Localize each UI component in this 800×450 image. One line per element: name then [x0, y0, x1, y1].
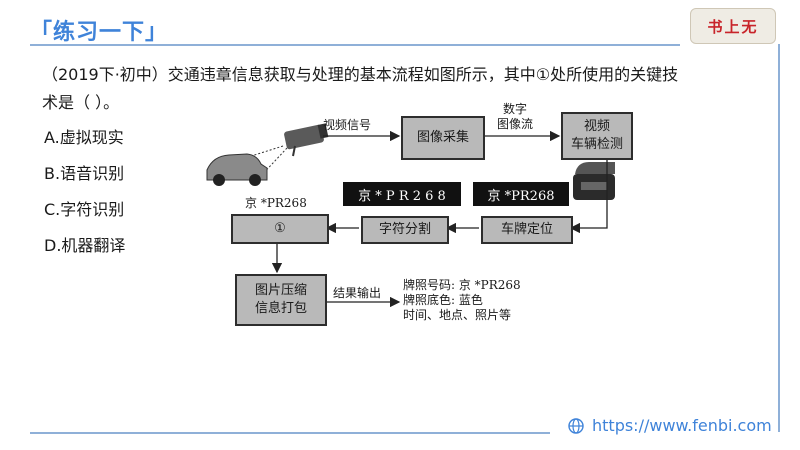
- node-step1: ①: [231, 214, 329, 244]
- footer-url-text[interactable]: https://www.fenbi.com: [592, 416, 772, 435]
- node-image-capture: 图像采集: [401, 116, 485, 160]
- frame-right-line: [778, 44, 780, 432]
- car-front-icon: [573, 162, 615, 200]
- frame-top-line: [30, 44, 680, 46]
- node-compress-line2: 信息打包: [254, 301, 307, 316]
- footer-url[interactable]: https://www.fenbi.com: [568, 416, 772, 435]
- plate-image-spaced: 京 * P R 2 6 8: [343, 182, 461, 206]
- result-line-plate: 牌照号码: 京 *PR268: [403, 278, 521, 292]
- globe-icon: [568, 417, 584, 434]
- node-vehicle-detect-line2: 车辆检测: [570, 137, 623, 152]
- section-title: 「练习一下」: [30, 20, 169, 45]
- result-line-other: 时间、地点、照片等: [403, 308, 512, 322]
- node-compress: 图片压缩 信息打包: [235, 274, 327, 326]
- edge-label-digital-line1: 数字: [503, 102, 528, 116]
- node-char-split: 字符分割: [361, 216, 449, 244]
- option-b[interactable]: B.语音识别: [44, 164, 125, 183]
- option-d[interactable]: D.机器翻译: [44, 236, 126, 255]
- edge-label-video-signal: 视频信号: [323, 118, 372, 132]
- node-vehicle-detect: 视频 车辆检测: [561, 112, 633, 160]
- node-compress-line1: 图片压缩: [254, 283, 307, 298]
- result-text: 牌照号码: 京 *PR268 牌照底色: 蓝色 时间、地点、照片等: [403, 278, 521, 323]
- status-badge: 书上无: [690, 8, 776, 44]
- node-plate-locate: 车牌定位: [481, 216, 573, 244]
- option-c[interactable]: C.字符识别: [44, 200, 125, 219]
- question-text: （2019下·初中）交通违章信息获取与处理的基本流程如图所示，其中①处所使用的关…: [42, 65, 679, 84]
- flowchart: 视频信号 图像采集 数字 图像流 视频 车辆检测 京 * P R 2 6 8 京…: [195, 98, 633, 338]
- question-text-cont: 术是（ ）。: [42, 93, 120, 112]
- edge-label-digital-stream: 数字 图像流: [497, 102, 533, 132]
- frame-bottom-line: [30, 432, 550, 434]
- option-a[interactable]: A.虚拟现实: [44, 128, 124, 147]
- node-vehicle-detect-line1: 视频: [583, 119, 610, 134]
- plate-image-compact: 京 *PR268: [473, 182, 569, 206]
- flowchart-connectors: [206, 123, 615, 308]
- camera-icon: [284, 123, 329, 157]
- result-line-color: 牌照底色: 蓝色: [403, 293, 483, 307]
- car-icon: [206, 153, 268, 186]
- plate-result-label: 京 *PR268: [245, 196, 307, 210]
- edge-label-output: 结果输出: [333, 286, 382, 300]
- edge-label-digital-line2: 图像流: [497, 117, 534, 131]
